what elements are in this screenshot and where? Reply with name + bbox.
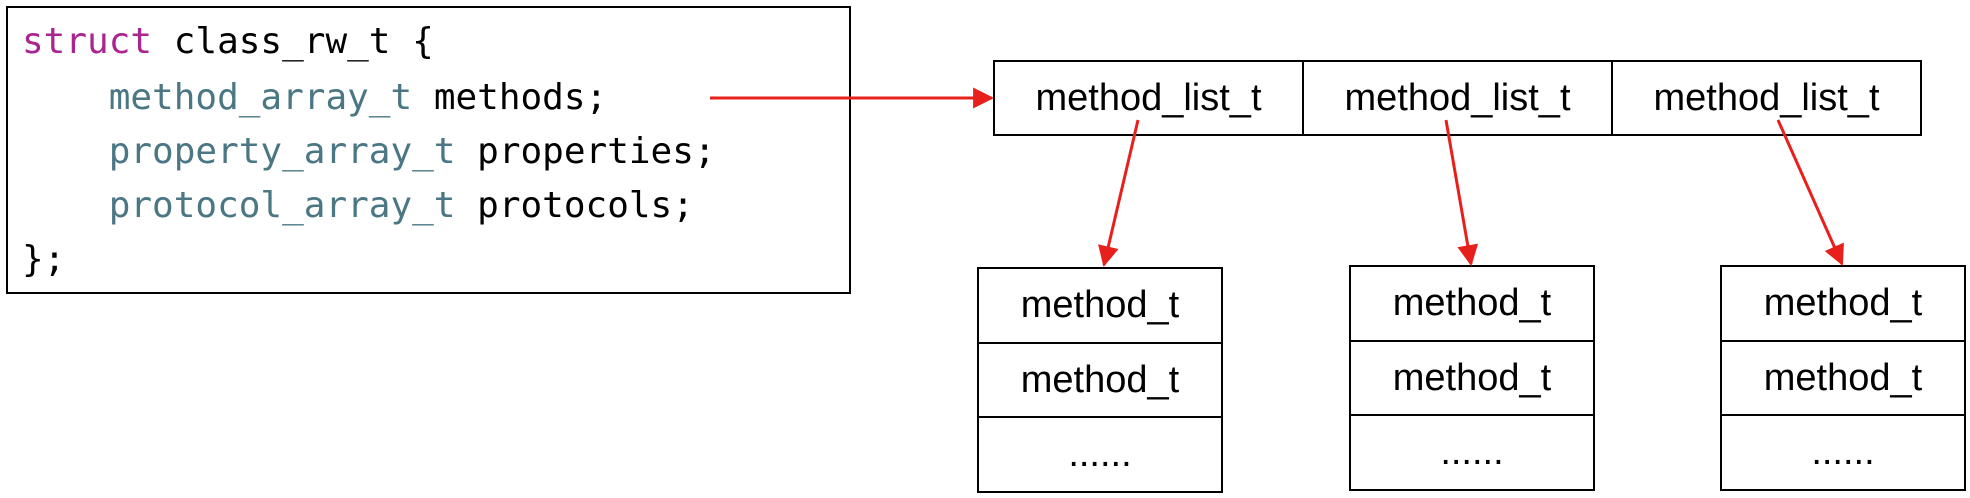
method-table-2-row-3: ......: [1351, 414, 1593, 489]
method-table-2-row-2: method_t: [1351, 339, 1593, 415]
struct-name: class_rw_t {: [152, 21, 434, 62]
method-table-3: method_t method_t ......: [1720, 265, 1966, 491]
properties-field-type: property_array_t: [108, 131, 456, 172]
method-table-3-row-3: ......: [1722, 414, 1964, 489]
method-table-2: method_t method_t ......: [1349, 265, 1595, 491]
properties-field-line: property_array_t properties;: [22, 132, 716, 172]
protocols-field-type: protocol_array_t: [108, 185, 456, 226]
list-1-to-table-arrow: [1098, 119, 1140, 268]
protocols-field-line: protocol_array_t protocols;: [22, 186, 694, 226]
method-table-1: method_t method_t ......: [977, 267, 1223, 493]
protocols-field-name: protocols;: [455, 185, 694, 226]
methods-field-line: method_array_t methods;: [22, 77, 608, 118]
method-list-cell-1: method_list_t: [1035, 76, 1262, 119]
properties-field-name: properties;: [455, 131, 716, 172]
method-table-2-row-1: method_t: [1392, 281, 1552, 324]
method-list-cell-3: method_list_t: [1611, 62, 1920, 134]
struct-closing-line: };: [22, 240, 65, 280]
list-2-to-table-arrow: [1444, 119, 1479, 267]
list-3-to-table-arrow: [1776, 119, 1844, 266]
methods-field-name: methods;: [412, 77, 608, 118]
struct-declaration-line: struct class_rw_t {: [22, 22, 434, 62]
method-table-3-row-2: method_t: [1722, 339, 1964, 415]
struct-code-box: struct class_rw_t { method_array_t metho…: [6, 6, 851, 294]
method-list-cell-2: method_list_t: [1302, 62, 1611, 134]
method-table-1-row-3: ......: [979, 416, 1221, 491]
methods-field-type: method_array_t: [108, 77, 413, 118]
method-table-1-row-1: method_t: [1020, 283, 1180, 326]
method-table-3-row-1: method_t: [1763, 281, 1923, 324]
struct-keyword: struct: [22, 21, 153, 62]
method-list-array: method_list_t method_list_t method_list_…: [993, 60, 1922, 136]
struct-closing-brace: };: [22, 239, 66, 280]
method-table-1-row-2: method_t: [979, 341, 1221, 417]
